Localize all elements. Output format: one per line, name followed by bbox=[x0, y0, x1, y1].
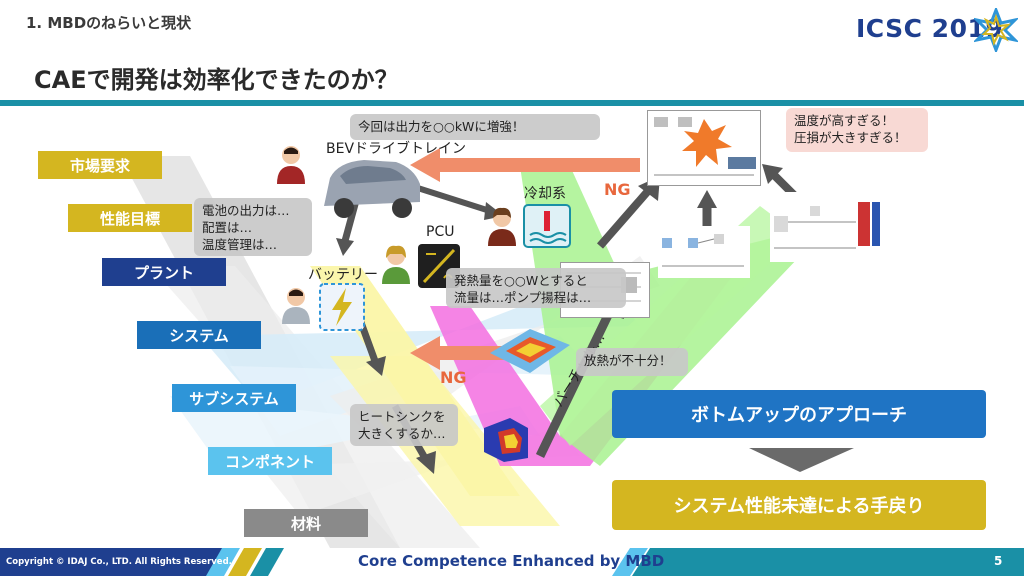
ng-label-component: NG bbox=[440, 368, 467, 387]
system-diagram-image bbox=[647, 110, 761, 186]
heatsink-bubble: ヒートシンクを 大きくするか… bbox=[350, 404, 458, 446]
bev-label: BEVドライブトレイン bbox=[326, 141, 467, 157]
level-system: システム bbox=[137, 321, 261, 349]
person-icon bbox=[277, 146, 305, 184]
person-icon bbox=[382, 245, 410, 284]
logo-star-icon bbox=[974, 8, 1018, 52]
level-component: コンポネント bbox=[208, 447, 332, 475]
pcu-label: PCU bbox=[426, 224, 455, 240]
subsystem-diagram-image bbox=[658, 226, 750, 278]
battery-icon bbox=[319, 283, 365, 331]
rework-box: システム性能未達による手戻り bbox=[612, 480, 986, 530]
level-performance: 性能目標 bbox=[68, 204, 192, 232]
cooling-insufficient-bubble: 放熱が不十分！ bbox=[576, 348, 688, 376]
battery-label: バッテリー bbox=[308, 267, 378, 283]
copyright-text: Copyright © IDAJ Co., LTD. All Rights Re… bbox=[6, 557, 232, 567]
title-divider bbox=[0, 100, 1024, 106]
person-icon bbox=[488, 207, 516, 246]
bottom-up-approach-box: ボトムアップのアプローチ bbox=[612, 390, 986, 438]
heat-question-bubble: 発熱量を○○Wとすると 流量は…ポンプ揚程は… bbox=[446, 268, 626, 308]
vehicle-image bbox=[324, 160, 420, 218]
temperature-warning-bubble: 温度が高すぎる！ 圧損が大きすぎる！ bbox=[786, 108, 928, 152]
component-sim-image bbox=[484, 418, 528, 462]
cooling-label: 冷却系 bbox=[524, 186, 566, 202]
battery-question-bubble: 電池の出力は… 配置は… 温度管理は… bbox=[194, 198, 312, 256]
heatsink-sim-image bbox=[490, 329, 570, 373]
page-number: 5 bbox=[994, 554, 1003, 568]
section-label: 1. MBDのねらいと現状 bbox=[26, 14, 192, 32]
cooling-icon bbox=[523, 204, 571, 248]
ng-label-system: NG bbox=[604, 180, 631, 199]
person-icon bbox=[282, 288, 310, 324]
page-title: CAEで開発は効率化できたのか？ bbox=[34, 66, 399, 94]
level-material: 材料 bbox=[244, 509, 368, 537]
level-subsystem: サブシステム bbox=[172, 384, 296, 412]
footer-tagline: Core Competence Enhanced by MBD bbox=[358, 552, 665, 570]
output-increase-bubble: 今回は出力を○○kWに増強！ bbox=[350, 114, 600, 140]
level-market: 市場要求 bbox=[38, 151, 162, 179]
cooling-diagram-image bbox=[770, 192, 888, 262]
level-plant: プラント bbox=[102, 258, 226, 286]
footer-bar bbox=[0, 548, 1024, 576]
